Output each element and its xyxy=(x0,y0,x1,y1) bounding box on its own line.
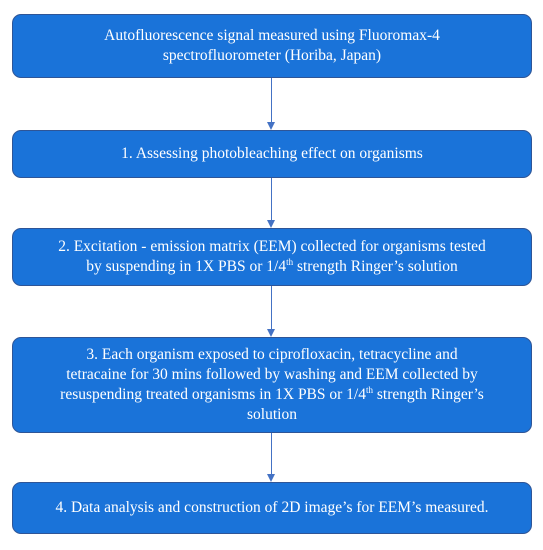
step-text-line: 1. Assessing photobleaching effect on or… xyxy=(121,145,423,162)
step-text-line: 2. Excitation - emission matrix (EEM) co… xyxy=(58,238,486,255)
down-arrow-icon xyxy=(267,178,276,228)
step-text-segment: strength Ringer’s solution xyxy=(293,258,458,275)
flow-step-4-data-analysis: 4. Data analysis and construction of 2D … xyxy=(12,482,532,534)
flow-step-3-drug-exposure: 3. Each organism exposed to ciprofloxaci… xyxy=(12,337,532,433)
step-text-line: solution xyxy=(247,406,297,423)
superscript-th: th xyxy=(286,257,294,267)
step-text-line-with-superscript: by suspending in 1X PBS or 1/4th strengt… xyxy=(86,257,457,277)
flow-step-measurement: Autofluorescence signal measured using F… xyxy=(12,14,532,78)
step-text-line: Autofluorescence signal measured using F… xyxy=(104,27,440,44)
step-text-line: spectrofluorometer (Horiba, Japan) xyxy=(162,47,382,64)
step-text-line: tetracaine for 30 mins followed by washi… xyxy=(66,366,478,383)
step-text-line-with-superscript: resuspending treated organisms in 1X PBS… xyxy=(60,385,484,405)
step-text-segment: by suspending in 1X PBS or 1/4 xyxy=(86,258,287,275)
down-arrow-icon xyxy=(267,433,276,482)
step-text-line: 3. Each organism exposed to ciprofloxaci… xyxy=(86,346,458,363)
step-text-line: 4. Data analysis and construction of 2D … xyxy=(55,499,489,516)
superscript-th: th xyxy=(366,385,374,395)
down-arrow-icon xyxy=(267,78,276,130)
step-text-segment: strength Ringer’s xyxy=(373,386,484,403)
down-arrow-icon xyxy=(267,286,276,337)
step-text-segment: resuspending treated organisms in 1X PBS… xyxy=(60,386,366,403)
flow-step-2-eem-collection: 2. Excitation - emission matrix (EEM) co… xyxy=(12,228,532,286)
flow-step-1-photobleaching: 1. Assessing photobleaching effect on or… xyxy=(12,130,532,178)
